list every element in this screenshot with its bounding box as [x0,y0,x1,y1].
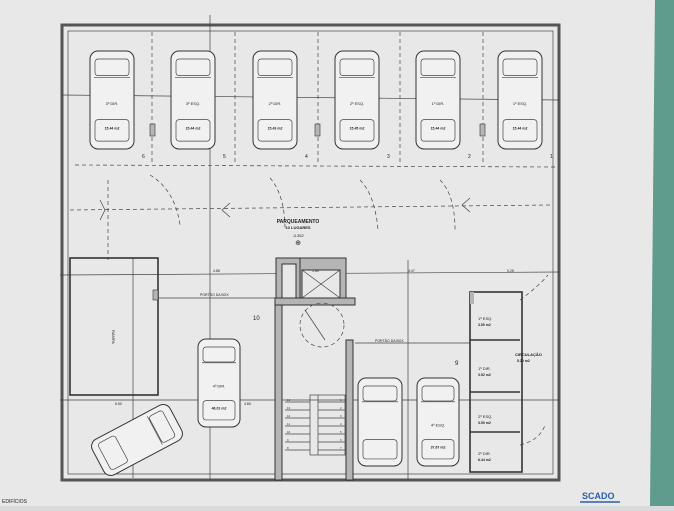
dim: 4.80 [244,402,251,406]
parking-space-2: 1º DIR. 15.44 m2 [415,50,461,150]
plan-title: PARQUEAMENTO [277,219,320,225]
stair-step-number: 12 [287,414,291,418]
parking-space-4: 2º DIR. 15.43 m2 [252,50,298,150]
space-number-10: 10 [253,316,260,322]
storage-owner: 2º DIR. [478,451,491,456]
space-number: 4 [305,154,308,160]
space-owner: 4º ESQ. [431,422,445,427]
car-icon [197,338,241,428]
stair-step-number: 11 [287,422,290,426]
dim: 0.25 [507,269,514,273]
stair-step-number: 13 [287,406,291,410]
stair-step-number: 5 [340,430,342,434]
space-number-9: 9 [455,361,459,367]
stair-step-number: 7 [340,446,342,450]
storage-area: 3.50 m2 [478,421,491,425]
circulation-label: CIRCULAÇÃO [515,352,542,357]
space-owner: 1º ESQ. [513,101,527,106]
space-owner: 3º DIR. [106,101,119,106]
storage-owner: 1º DIR. [478,366,491,371]
storage-area: 3.52 m2 [478,373,491,377]
space-area: 37.67 m2 [431,445,446,449]
stair-step-number: 2 [340,406,342,410]
car-icon [91,404,183,476]
top-slot-dividers [74,32,556,168]
column [479,123,486,137]
parking-space-1: 1º ESQ. 15.44 m2 [497,50,543,150]
space-area: 15.44 m2 [513,126,528,130]
space-owner: 1º DIR. [432,101,445,106]
dim: 4.88 [213,269,220,273]
elevator-core [274,257,356,481]
space-owner: 3º ESQ. [186,101,200,106]
storage-owner: 2º ESQ. [478,414,492,419]
footer-left: EDIFÍCIOS [2,498,28,505]
parking-space-5: 3º ESQ. 15.44 m2 [170,50,216,150]
stair-step-number: 10 [287,430,291,434]
space-area: 46.01 m2 [212,406,227,410]
gate-label-10: PORTÃO DA BOX [200,292,229,297]
scado-logo: SCADO [582,491,615,501]
storage-block [469,274,549,473]
car-icon [357,377,403,467]
level-mark: -3.352 [292,233,304,238]
space-number: 6 [142,154,145,160]
dim: 4.47 [408,269,415,273]
stair-step-number: 9 [287,438,289,442]
outer-wall [60,23,561,482]
gate-label-9: PORTÃO DA BOX [375,338,404,343]
space-area: 15.45 m2 [350,126,365,130]
stair-step-number: 3 [340,414,342,418]
column [314,123,321,137]
storage-owner: 1º ESQ. [478,316,492,321]
parking-space-9-car-2: 4º ESQ. 37.67 m2 [416,377,460,467]
space-area: 15.43 m2 [268,126,283,130]
car-icon [416,377,460,467]
parking-space-10-car-2 [91,404,183,476]
space-number: 2 [468,154,471,160]
ramp-area [69,257,159,396]
circulation-area: 5.20 m2 [517,359,530,363]
parking-space-6: 3º DIR. 15.44 m2 [89,50,135,150]
space-area: 15.44 m2 [431,126,446,130]
parking-space-9-car [357,377,403,467]
storage-area: 6.44 m2 [478,458,491,462]
stair-step-number: 4 [340,422,342,426]
plan-subtitle: 10 LUGARES [285,225,310,230]
stair-step-number: 14 [287,398,291,402]
level-icon: ⊕ [295,240,301,247]
parking-space-3: 2º ESQ. 15.45 m2 [334,50,380,150]
column [149,123,156,137]
space-number: 1 [550,154,553,160]
dim: 1.60 [312,269,319,273]
ramp-label: RAMPA [111,330,116,344]
space-number: 3 [387,154,390,160]
space-owner: 2º ESQ. [350,101,364,106]
storage-area: 3.50 m2 [478,323,491,327]
stair-step-number: 8 [287,446,289,450]
stair-step-number: 6 [340,438,342,442]
circulation-path [69,174,551,260]
stair-step-number: 1 [340,398,342,402]
space-owner: 2º DIR. [269,101,282,106]
space-area: 15.44 m2 [186,126,201,130]
space-number: 5 [223,154,226,160]
background-edge [650,0,674,506]
paper-sheet [0,0,655,506]
space-owner: 4º DIR. [213,383,226,388]
dim: 5.50 [115,402,122,406]
parking-space-10-car: 4º DIR. 46.01 m2 [197,338,241,428]
space-area: 15.44 m2 [105,126,120,130]
